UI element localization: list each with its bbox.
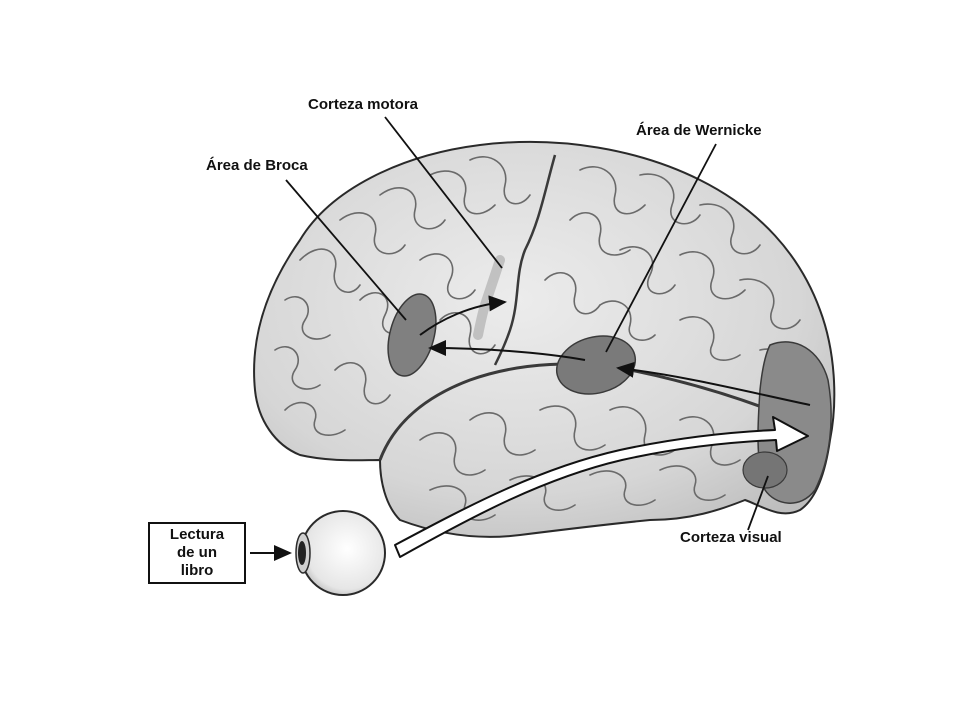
label-motor-cortex: Corteza motora bbox=[308, 96, 419, 113]
visual-cortex-spot bbox=[742, 451, 788, 489]
central-sulcus bbox=[493, 154, 557, 366]
leader-wernicke bbox=[605, 143, 717, 353]
arrow-visual-to-wernicke bbox=[616, 361, 811, 406]
lateral-sulcus bbox=[378, 362, 771, 461]
pathway-arrows bbox=[419, 295, 811, 406]
book-reading-box: Lectura de un libro bbox=[148, 522, 246, 584]
leader-lines bbox=[285, 116, 769, 531]
leader-visual bbox=[747, 475, 769, 531]
visual-pathway-arrow bbox=[394, 416, 809, 558]
book-box-line-3: libro bbox=[180, 562, 214, 579]
label-broca-area: Área de Broca bbox=[206, 157, 308, 174]
leader-broca bbox=[285, 179, 407, 321]
leader-motor bbox=[384, 116, 503, 269]
arrow-wernicke-to-broca bbox=[428, 340, 586, 361]
book-box-line-1: Lectura bbox=[169, 526, 225, 543]
arrow-broca-to-motor bbox=[419, 295, 507, 336]
eye-icon bbox=[295, 510, 386, 596]
label-wernicke-area: Área de Wernicke bbox=[636, 122, 762, 139]
label-visual-cortex: Corteza visual bbox=[680, 529, 782, 546]
book-box-line-2: de un bbox=[177, 544, 217, 561]
wernicke-area bbox=[555, 335, 637, 395]
